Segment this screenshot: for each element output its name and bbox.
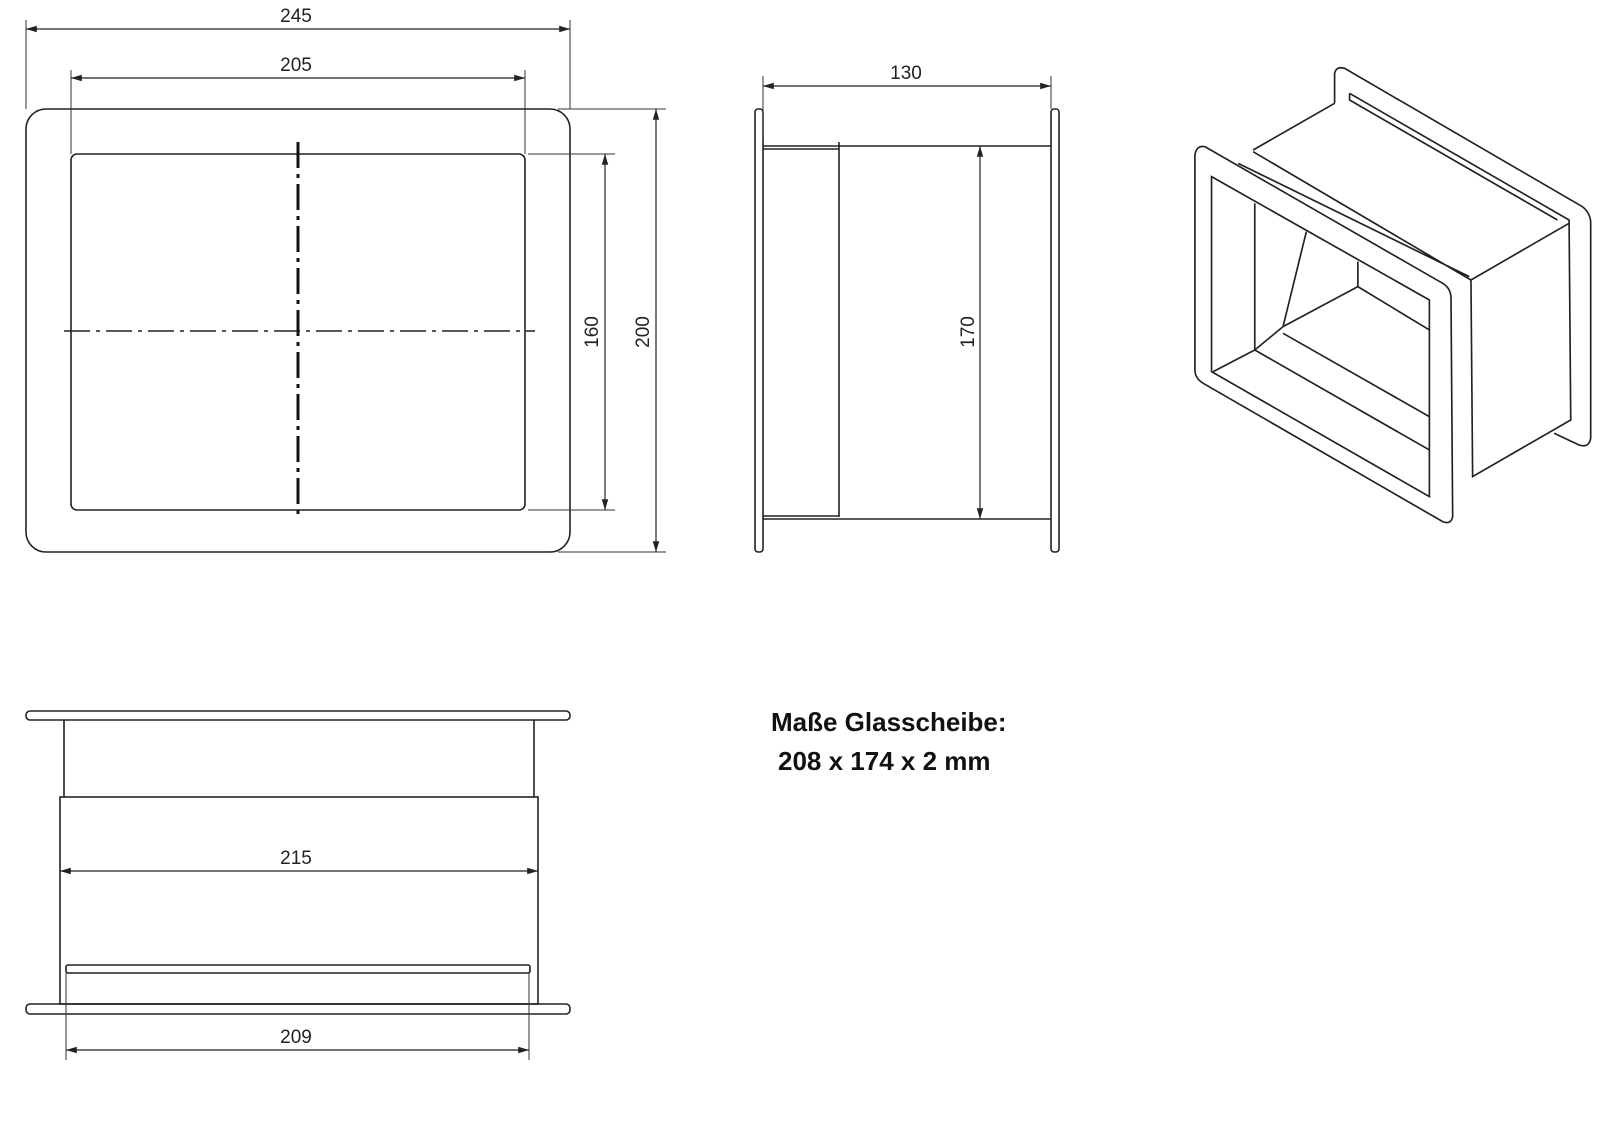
dim-label-outer-height: 200 (633, 316, 654, 348)
body (59, 796, 539, 1005)
dim-label-inner-height: 160 (582, 316, 603, 348)
back-flange (1050, 108, 1060, 553)
side-view: 130 170 (754, 63, 1060, 553)
top-view: 215 209 (25, 710, 571, 1060)
front-flange (754, 108, 764, 553)
dim-label-glass-width: 209 (280, 1027, 312, 1048)
dim-label-body-width: 215 (280, 848, 312, 869)
dim-label-inner-width: 205 (280, 55, 312, 76)
outer-frame (25, 108, 571, 553)
dim-label-body-height: 170 (958, 316, 979, 348)
top-flange (25, 710, 571, 721)
glass-dimensions-value: 208 x 174 x 2 mm (778, 746, 991, 776)
dim-label-depth: 130 (890, 63, 922, 84)
glass-slot (65, 964, 531, 974)
dim-label-outer-width: 245 (280, 6, 312, 27)
glass-dimensions-title: Maße Glasscheibe: (771, 707, 1007, 737)
bottom-flange (25, 1003, 571, 1015)
isometric-view (1194, 66, 1592, 524)
front-view: 245 205 160 200 (25, 6, 666, 553)
